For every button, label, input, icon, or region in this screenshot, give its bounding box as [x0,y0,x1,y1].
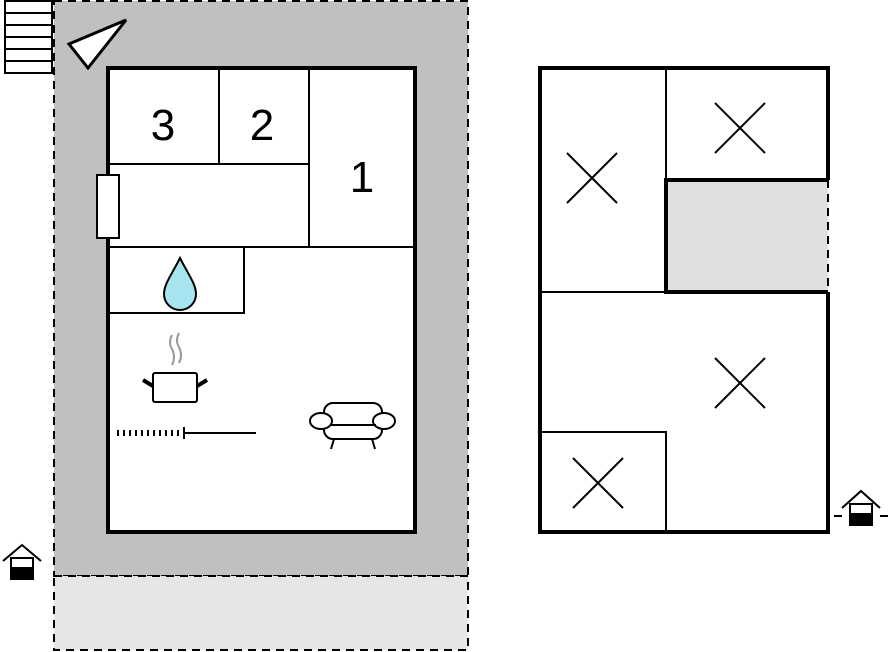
cooking-pot-icon [141,332,209,403]
upper-floor-walls [538,66,830,534]
north-arrow-icon [66,18,128,71]
room-label-1: 1 [350,153,374,202]
upper-floor-area [666,180,828,292]
kitchen-counter [117,427,256,439]
sofa-icon [309,402,396,450]
bed-cross-icon [566,102,766,509]
entrance-icon [834,489,888,526]
stairs-icon [4,0,53,74]
window [96,174,120,239]
ground-floor-building [106,66,417,534]
entrance-icon [2,543,42,580]
water-drop-icon [162,255,198,311]
garden-area [53,575,469,651]
room-label-3: 3 [151,101,175,150]
interior-walls [108,68,415,314]
room-label-2: 2 [250,101,274,150]
